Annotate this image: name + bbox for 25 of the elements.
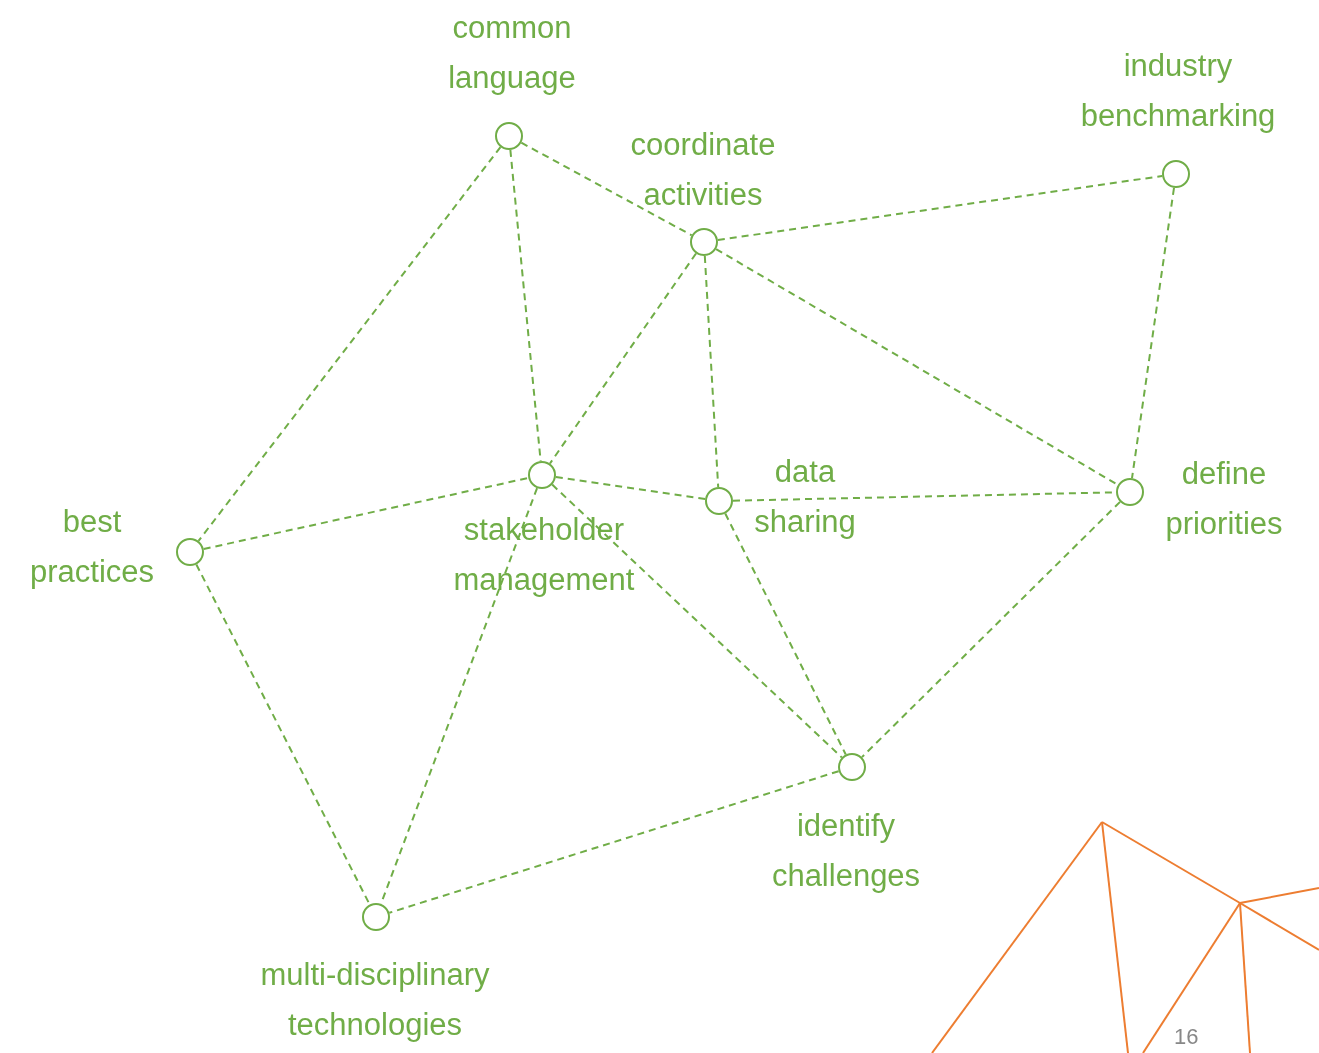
node-label: best practices <box>28 503 155 591</box>
node-label: data sharing <box>753 453 857 541</box>
dashed-connector <box>197 146 502 542</box>
node-label: identify challenges <box>770 807 922 895</box>
dashed-connector <box>1131 186 1175 480</box>
dashed-connector <box>716 175 1164 241</box>
dashed-connector <box>724 512 847 756</box>
dashed-connector <box>551 483 843 759</box>
dashed-connector <box>715 248 1119 486</box>
page-number: 16 <box>1174 1024 1199 1050</box>
dashed-connector <box>520 141 693 237</box>
node-label: coordinate activities <box>629 126 777 214</box>
dashed-connector <box>703 255 720 488</box>
dashed-connector <box>202 477 530 550</box>
node-label: industry benchmarking <box>1079 47 1277 135</box>
dashed-connector <box>388 770 840 914</box>
node-label: common language <box>447 9 577 97</box>
dashed-connector <box>195 563 371 906</box>
dashed-connector <box>554 476 707 500</box>
node-label: stakeholder management <box>452 511 636 599</box>
dashed-connector <box>509 148 542 463</box>
dashed-connector <box>549 252 697 465</box>
node-label: multi-disciplinary technologies <box>259 956 491 1044</box>
node-label: define priorities <box>1164 455 1284 543</box>
dashed-connector <box>860 500 1122 759</box>
